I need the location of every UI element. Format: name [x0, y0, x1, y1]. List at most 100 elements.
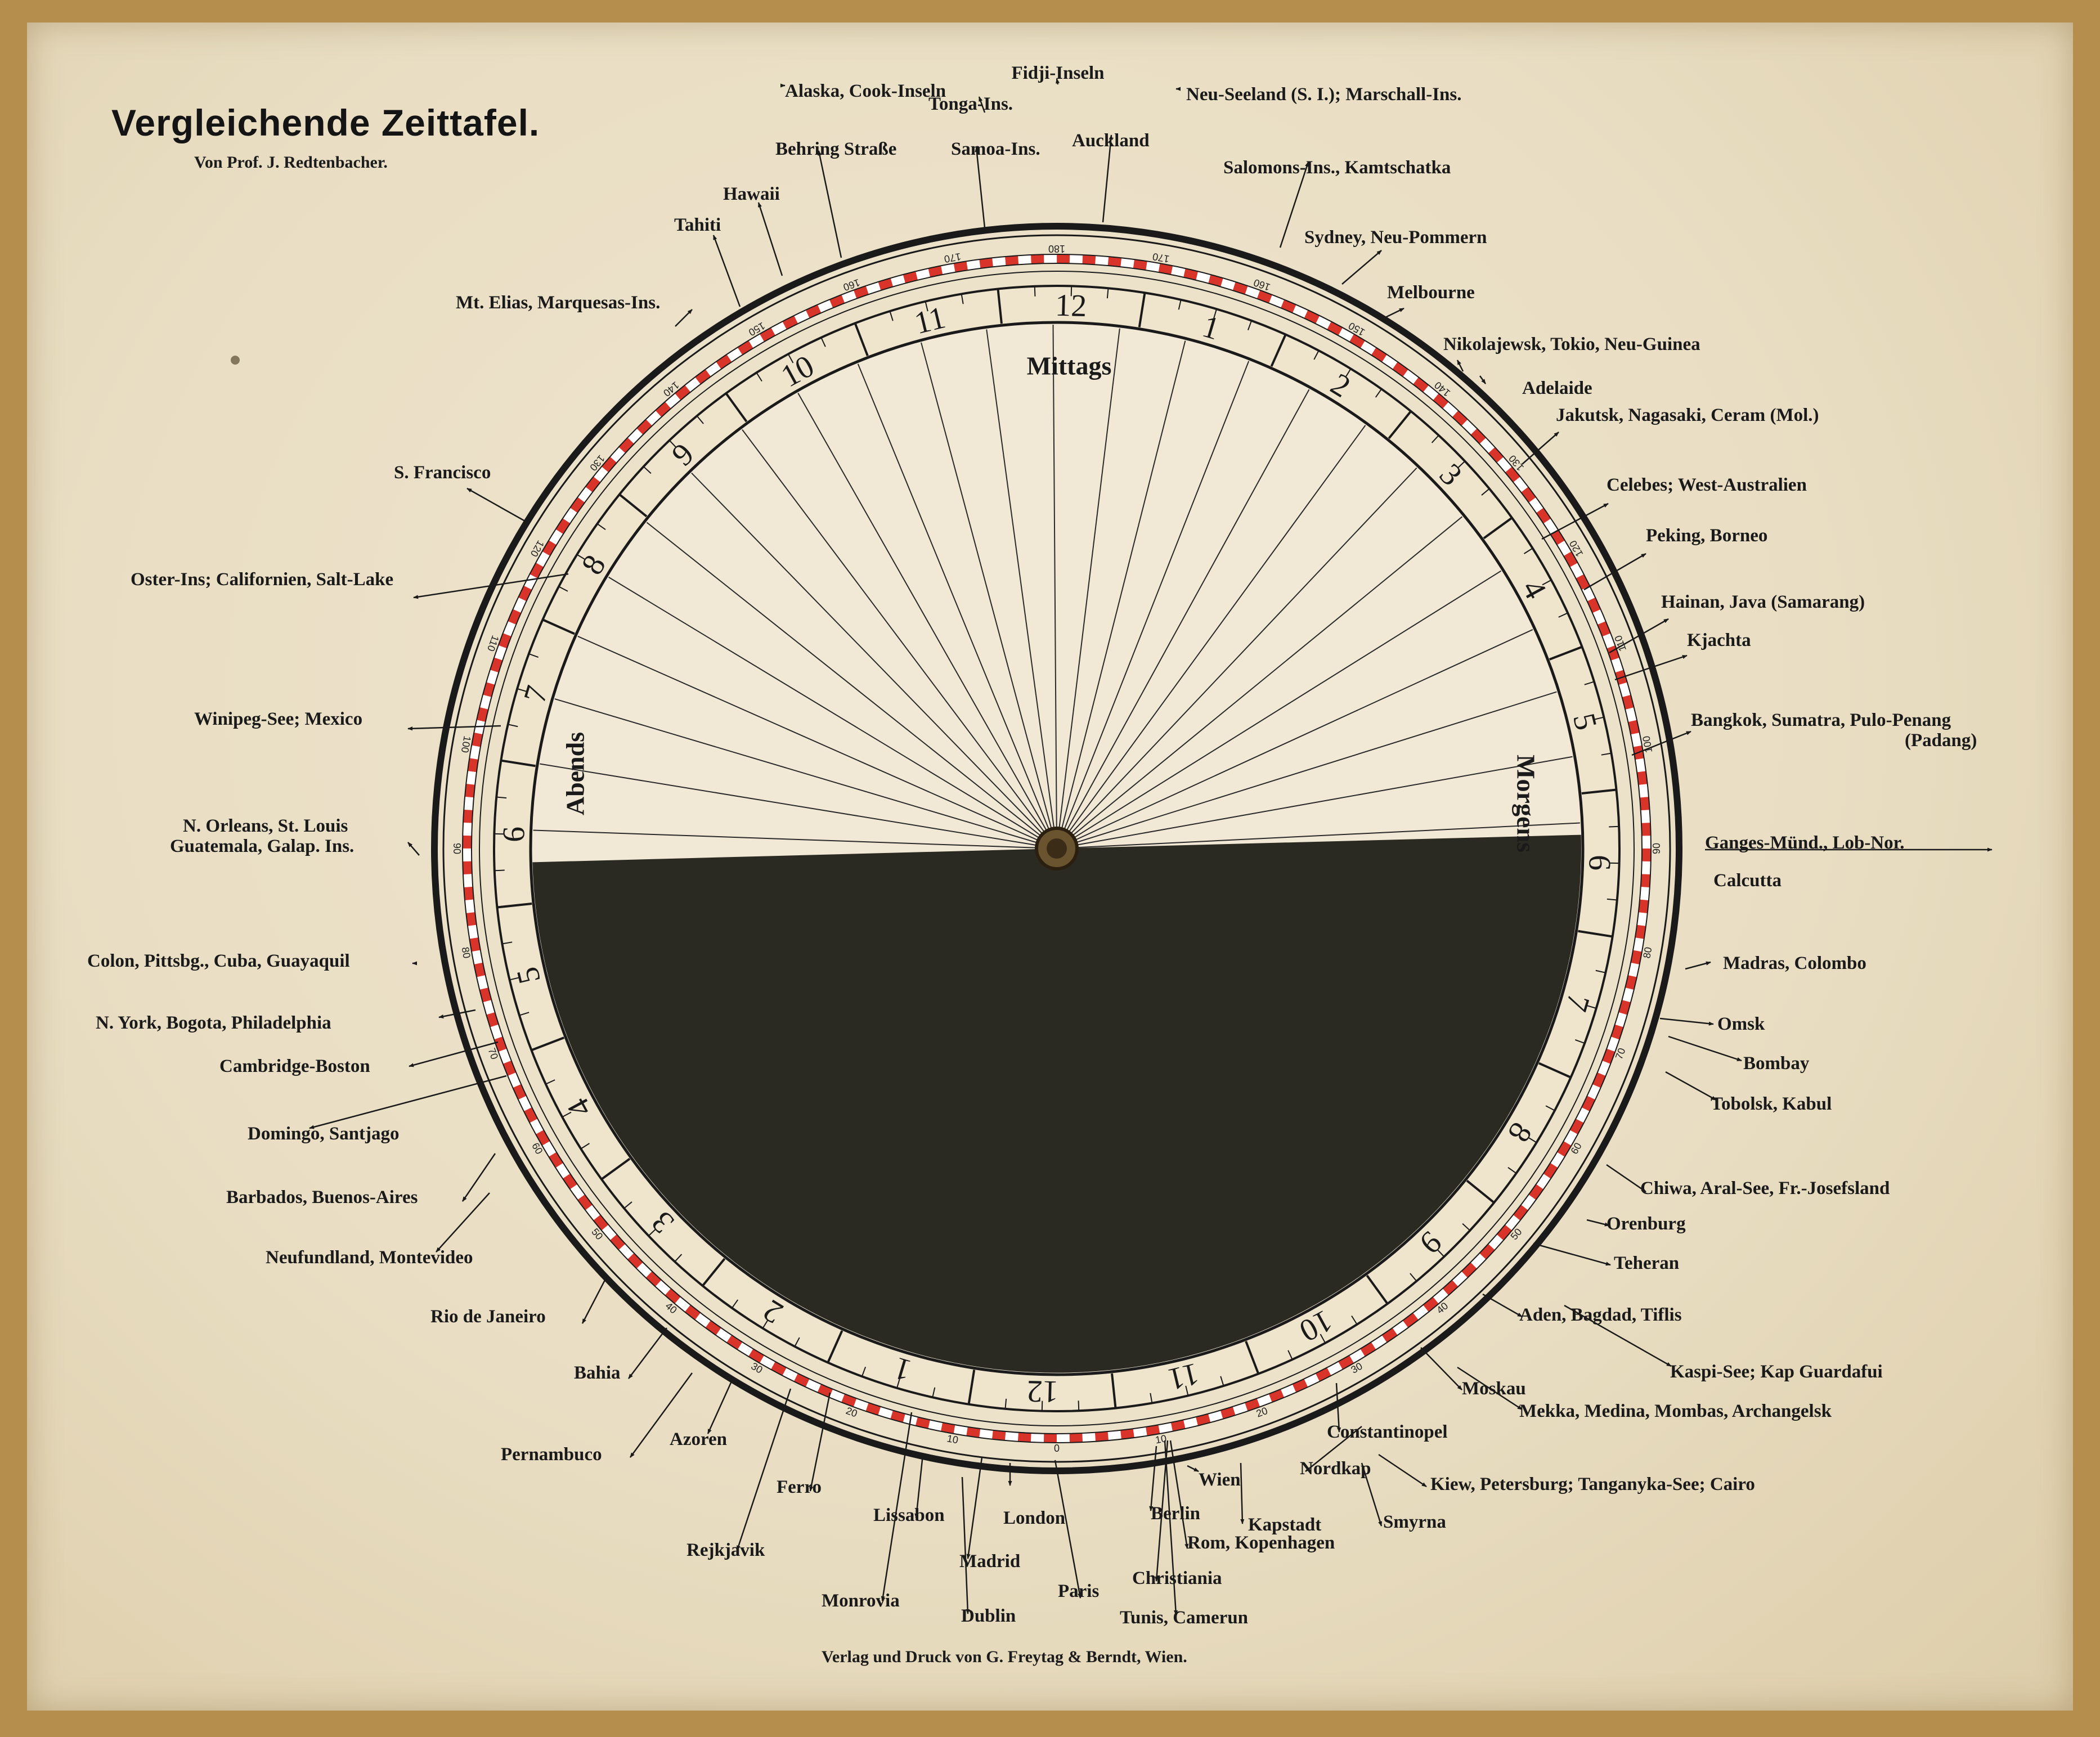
- quarter-tick: [889, 311, 894, 321]
- chart-title: Vergleichende Zeittafel.: [111, 102, 540, 143]
- place-label: Winipeg-See; Mexico: [194, 709, 362, 729]
- quarter-tick: [1287, 1350, 1293, 1360]
- place-label: Christiania: [1132, 1568, 1222, 1588]
- quarter-tick: [1462, 1223, 1471, 1231]
- place-label: Azoren: [670, 1429, 727, 1449]
- red-band-dashes: [463, 254, 1651, 1443]
- place-label: London: [1003, 1508, 1065, 1528]
- place-label: Kapstadt: [1248, 1515, 1321, 1535]
- place-label: Neufundland, Montevideo: [266, 1247, 473, 1268]
- quarter-tick: [496, 796, 507, 799]
- place-label: Behring Straße: [775, 139, 896, 159]
- quarter-tick: [558, 586, 568, 592]
- place-label: Adelaide: [1522, 378, 1592, 398]
- place-arrow: [1609, 618, 1669, 654]
- place-arrow: [975, 147, 986, 228]
- quarter-tick: [1595, 970, 1606, 973]
- quarter-tick: [961, 294, 964, 304]
- degree-label: 180: [1048, 243, 1065, 254]
- sun-ray: [921, 342, 1057, 849]
- place-label: Kiew, Petersburg; Tanganyka-See; Cairo: [1430, 1474, 1755, 1494]
- place-arrow: [1685, 961, 1711, 970]
- quarter-tick: [494, 869, 505, 872]
- hour-tick: [497, 903, 532, 909]
- place-label: Salomons-Ins., Kamtschatka: [1223, 158, 1451, 178]
- place-label: Auckland: [1072, 131, 1150, 151]
- place-arrow: [1541, 502, 1609, 540]
- place-arrow: [809, 1392, 831, 1492]
- hour-tick: [1388, 410, 1412, 439]
- quarter-tick: [1431, 434, 1439, 443]
- place-label: Neu-Seeland (S. I.); Marschall-Ins.: [1186, 84, 1462, 105]
- place-label-line: (Padang): [1905, 730, 1977, 751]
- place-label-line: Guatemala, Galap. Ins.: [170, 836, 354, 856]
- place-arrow: [1056, 78, 1060, 85]
- place-label: Tonga-Ins.: [928, 94, 1013, 114]
- place-arrow: [1420, 1347, 1462, 1390]
- sun-ray: [540, 763, 1057, 849]
- place-label: S. Francisco: [394, 463, 491, 483]
- sun-ray: [533, 829, 1057, 849]
- quarter-tick: [502, 941, 513, 945]
- hour-tick: [1581, 788, 1617, 795]
- hour-tick: [1538, 1062, 1572, 1079]
- place-label: Wien: [1199, 1470, 1241, 1490]
- place-label: Mt. Elias, Marquesas-Ins.: [456, 293, 660, 313]
- quarter-tick: [562, 1111, 572, 1118]
- place-arrow: [978, 96, 986, 113]
- place-arrow: [1149, 1446, 1157, 1511]
- place-arrow: [1564, 1304, 1672, 1367]
- place-label: Alaska, Cook-Inseln: [785, 81, 946, 101]
- sun-ray: [1056, 361, 1250, 849]
- quarter-tick: [648, 1228, 657, 1237]
- place-arrow: [1606, 1164, 1646, 1193]
- place-label: Berlin: [1151, 1503, 1200, 1524]
- place-label: Colon, Pittsbg., Cuba, Guayaquil: [87, 951, 350, 971]
- sun-ray: [1056, 629, 1533, 849]
- quarter-tick: [1106, 288, 1109, 299]
- place-label: Kjachta: [1687, 630, 1751, 650]
- place-label: Smyrna: [1383, 1512, 1446, 1532]
- place-arrow: [914, 1454, 924, 1519]
- hour-tick: [1138, 292, 1146, 327]
- quarter-tick: [1523, 547, 1533, 554]
- place-label: Teheran: [1614, 1253, 1679, 1273]
- place-label: Samoa-Ins.: [951, 139, 1040, 159]
- place-label: Bahia: [574, 1363, 621, 1383]
- degree-band-inner-edge: [479, 271, 1635, 1426]
- hour-tick: [725, 392, 748, 423]
- place-arrow: [1378, 1453, 1427, 1488]
- sun-ray: [742, 429, 1057, 849]
- sun-ray: [1056, 756, 1573, 849]
- sun-ray: [646, 522, 1057, 849]
- quarter-tick: [861, 1366, 867, 1377]
- place-arrow: [1522, 432, 1559, 465]
- place-label: Dublin: [961, 1606, 1016, 1626]
- place-arrow: [309, 1075, 507, 1129]
- hour-number: 12: [1055, 288, 1087, 324]
- place-arrow: [818, 150, 842, 258]
- degree-label: 10: [1155, 1433, 1168, 1446]
- place-label: Rio de Janeiro: [430, 1307, 546, 1327]
- quarter-tick: [1545, 1105, 1555, 1111]
- place-label: Rom, Kopenhagen: [1187, 1533, 1335, 1553]
- place-label: Jakutsk, Nagasaki, Ceram (Mol.): [1556, 405, 1819, 425]
- place-label: Aden, Bagdad, Tiflis: [1519, 1305, 1682, 1325]
- place-label: Omsk: [1717, 1014, 1765, 1034]
- quarter-tick: [1410, 1273, 1417, 1282]
- place-arrow: [1187, 1465, 1199, 1473]
- place-arrow: [581, 1280, 606, 1324]
- hour-tick: [531, 1036, 565, 1052]
- place-arrow: [966, 1457, 983, 1559]
- place-arrow: [1583, 553, 1646, 591]
- place-arrow: [1164, 1440, 1178, 1615]
- place-label: Bangkok, Sumatra, Pulo-Penang(Padang): [1691, 710, 1977, 751]
- place-arrow: [438, 1009, 476, 1018]
- place-label: Calcutta: [1713, 870, 1782, 891]
- place-arrow: [1054, 1460, 1082, 1599]
- hour-tick: [827, 1330, 843, 1363]
- label-mittags: Mittags: [1027, 352, 1112, 380]
- quarter-tick: [1542, 579, 1552, 586]
- degree-label: 80: [1641, 946, 1654, 959]
- night-half: [532, 834, 1581, 1373]
